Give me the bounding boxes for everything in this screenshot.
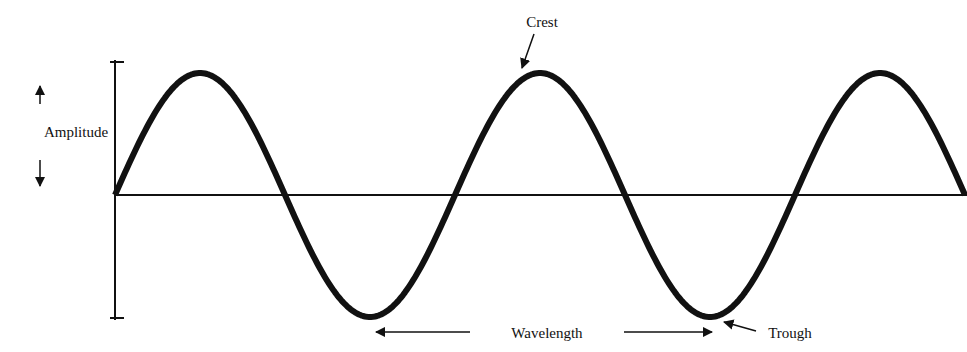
leader-line xyxy=(724,322,756,331)
wavelength-arrow xyxy=(624,331,712,333)
axis-tick xyxy=(110,61,124,63)
amplitude-label: Amplitude xyxy=(44,125,108,140)
axis-tick xyxy=(110,317,124,319)
wavelength-label: Wavelength xyxy=(511,326,582,341)
amplitude-arrow xyxy=(39,86,41,104)
amplitude-arrow xyxy=(39,160,41,186)
trough-label: Trough xyxy=(768,326,812,341)
crest-label: Crest xyxy=(526,15,558,30)
sine-wave xyxy=(115,73,965,317)
wavelength-arrow xyxy=(376,331,470,333)
horizontal-axis xyxy=(115,194,967,196)
leader-line xyxy=(522,34,534,68)
